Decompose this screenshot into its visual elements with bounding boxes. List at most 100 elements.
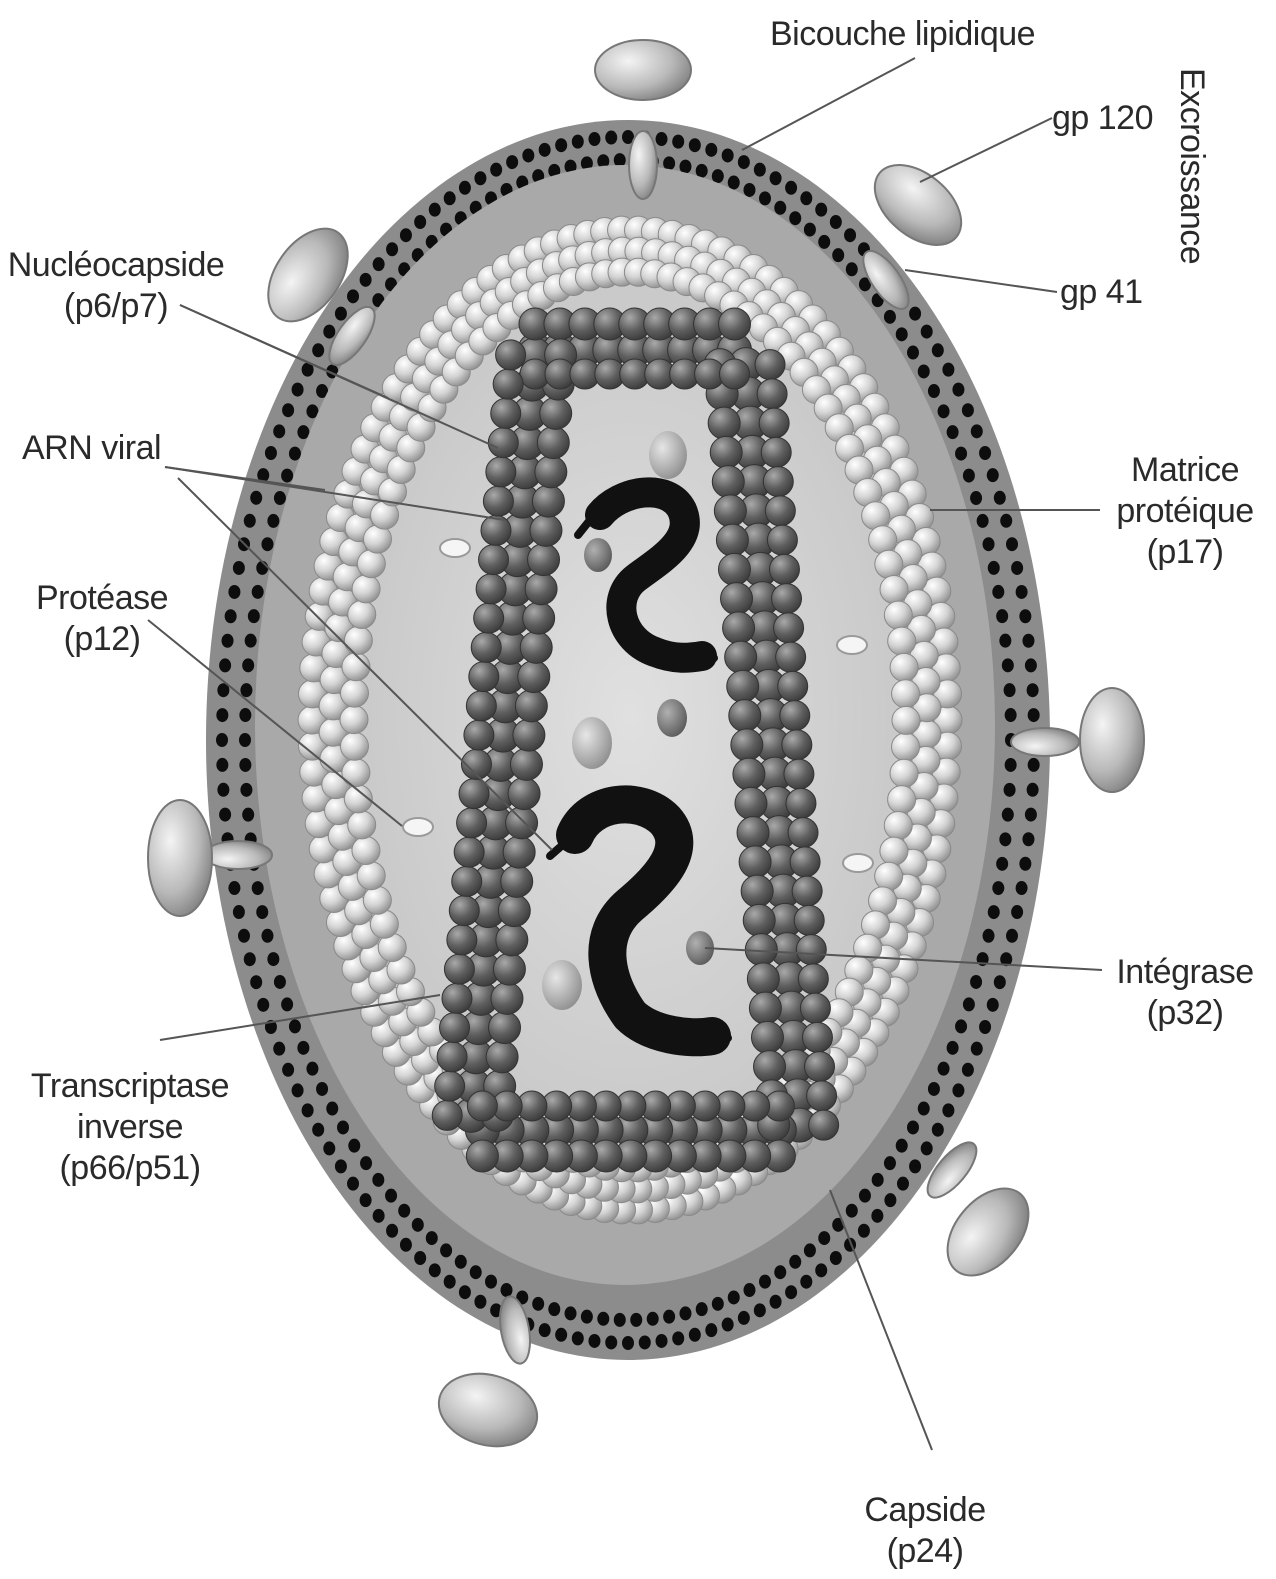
lipid-head-dot (1002, 658, 1014, 672)
lipid-head-dot (429, 203, 441, 217)
capsid-sphere (765, 496, 795, 526)
lipid-head-dot (261, 929, 273, 943)
enzyme-particle (572, 717, 612, 769)
lipid-head-dot (971, 1042, 983, 1056)
capsid-sphere (496, 924, 528, 956)
label-protease: Protéase (p12) (22, 578, 182, 660)
capsid-sphere (784, 759, 814, 789)
lipid-head-dot (459, 181, 471, 195)
capsid-sphere (809, 1110, 839, 1140)
lipid-head-dot (1022, 832, 1034, 846)
lipid-head-dot (274, 491, 286, 505)
lipid-head-dot (818, 1231, 830, 1245)
lipid-head-dot (1028, 708, 1040, 722)
capsid-sphere (805, 1052, 835, 1082)
lipid-head-dot (938, 404, 950, 418)
capsid-sphere (483, 486, 513, 516)
capsid-sphere (718, 553, 750, 585)
lipid-head-dot (738, 155, 750, 169)
lipid-head-dot (455, 1255, 467, 1269)
protein-sphere (884, 812, 912, 840)
lipid-head-dot (770, 1295, 782, 1309)
protein-sphere (342, 653, 370, 681)
lipid-head-dot (884, 1193, 896, 1207)
capsid-sphere (452, 866, 482, 896)
gp41-stalk (629, 131, 657, 199)
capsid-sphere (802, 1022, 832, 1052)
lipid-head-dot (918, 1102, 930, 1116)
capsid-sphere (454, 837, 484, 867)
capsid-sphere (442, 983, 472, 1013)
lipid-head-dot (385, 1189, 397, 1203)
protein-sphere (348, 600, 376, 628)
lipid-head-dot (373, 1209, 385, 1223)
lipid-head-dot (426, 1231, 438, 1245)
label-excroissance: Excroissance (1171, 68, 1212, 264)
lipid-head-dot (988, 561, 1000, 575)
lipid-head-dot (532, 1297, 544, 1311)
lipid-head-dot (400, 228, 412, 242)
lipid-head-dot (712, 169, 724, 183)
lipid-head-dot (273, 1042, 285, 1056)
lipid-head-dot (302, 1103, 314, 1117)
lipid-head-dot (444, 191, 456, 205)
lipid-head-dot (947, 1041, 959, 1055)
protein-sphere (352, 575, 380, 603)
capsid-sphere (769, 554, 799, 584)
capsid-sphere (778, 671, 808, 701)
capsid-sphere (714, 495, 746, 527)
capsid-sphere (471, 632, 501, 662)
lipid-head-dot (770, 171, 782, 185)
capsid-sphere (508, 778, 540, 810)
capsid-sphere (525, 573, 557, 605)
lipid-head-dot (705, 1323, 717, 1337)
lipid-head-dot (738, 1311, 750, 1325)
lipid-head-dot (970, 491, 982, 505)
capsid-sphere (772, 584, 802, 614)
capsid-sphere (807, 1081, 837, 1111)
lipid-head-dot (312, 343, 324, 357)
lipid-head-dot (672, 1331, 684, 1345)
lipid-head-dot (996, 609, 1008, 623)
label-integrase: Intégrase (p32) (1100, 952, 1270, 1034)
leader-gp41 (905, 270, 1057, 292)
lipid-head-dot (242, 808, 254, 822)
lipid-head-dot (994, 491, 1006, 505)
capsid-sphere (506, 807, 538, 839)
lipid-head-dot (1004, 683, 1016, 697)
lipid-head-dot (588, 1334, 600, 1348)
lipid-head-dot (539, 143, 551, 157)
capsid-sphere (510, 748, 542, 780)
lipid-head-dot (1006, 537, 1018, 551)
gp120-cap (1080, 688, 1144, 792)
lipid-head-dot (830, 215, 842, 229)
lipid-head-dot (459, 1285, 471, 1299)
lipid-head-dot (219, 658, 231, 672)
lipid-head-dot (759, 191, 771, 205)
gp120-cap (431, 1363, 546, 1456)
capsid-sphere (437, 1042, 467, 1072)
lipid-head-dot (414, 1251, 426, 1265)
lipid-head-dot (386, 1224, 398, 1238)
capsid-sphere (528, 544, 560, 576)
leader-gp120 (920, 118, 1052, 182)
protein-sphere (890, 653, 918, 681)
lipid-head-dot (1016, 585, 1028, 599)
capsid-sphere (759, 408, 789, 438)
lipid-head-dot (909, 307, 921, 321)
lipid-head-dot (360, 1193, 372, 1207)
capsid-sphere (447, 925, 477, 955)
lipid-head-dot (297, 1041, 309, 1055)
lipid-head-dot (722, 1318, 734, 1332)
lipid-head-dot (952, 383, 964, 397)
capsid-sphere (501, 865, 533, 897)
capsid-sphere (796, 935, 826, 965)
capsid-sphere (747, 963, 779, 995)
lipid-head-dot (312, 1123, 324, 1137)
reverse-transcriptase-particle (542, 960, 582, 1010)
lipid-head-dot (983, 929, 995, 943)
lipid-head-dot (789, 211, 801, 225)
capsid-sphere (755, 350, 785, 380)
lipid-head-dot (216, 708, 228, 722)
